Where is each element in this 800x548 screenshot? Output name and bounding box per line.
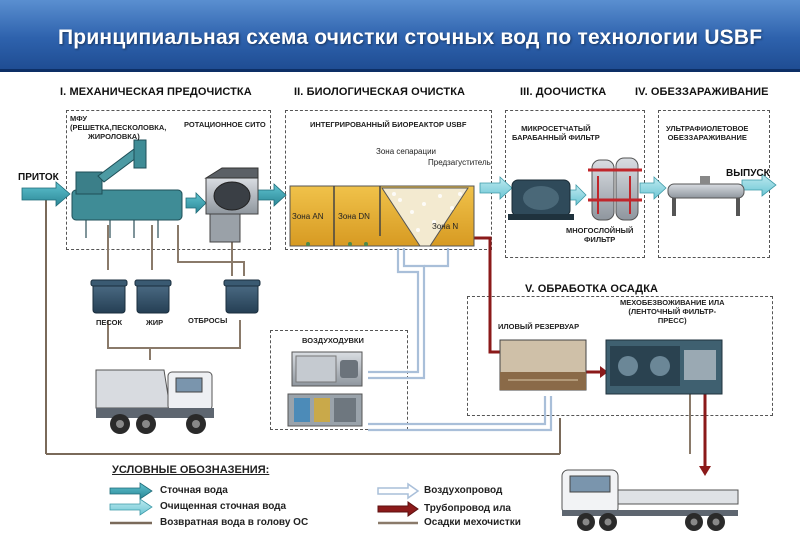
zone-an-label: Зона AN bbox=[292, 212, 324, 221]
inflow-label: ПРИТОК bbox=[18, 172, 59, 183]
legend-air-pipe: Воздухопровод bbox=[424, 485, 503, 496]
belt-filter-press bbox=[605, 339, 723, 395]
waste-water-arrows bbox=[21, 181, 287, 214]
multilayer-filter-label-line1: МНОГОСЛОЙНЫЙ bbox=[566, 226, 634, 235]
mfu-label: МФУ (РЕШЕТКА,ПЕСКОЛОВКА, ЖИРОЛОВКА) bbox=[70, 114, 166, 141]
blowers-box bbox=[270, 330, 408, 430]
mfu-label-line3: ЖИРОЛОВКА) bbox=[88, 132, 140, 141]
dewatering-label-line1: МЕХОБЕЗВОЖИВАНИЕ ИЛА bbox=[620, 298, 725, 307]
waste-bins bbox=[90, 279, 261, 314]
legend-mech-sediment: Осадки мехочистки bbox=[424, 517, 521, 528]
legend-symbols bbox=[109, 482, 420, 525]
dump-truck bbox=[95, 369, 214, 434]
stage-mechanical-title: I. МЕХАНИЧЕСКАЯ ПРЕДОЧИСТКА bbox=[60, 86, 252, 98]
stage-disinfection-title: IV. ОБЕЗЗАРАЖИВАНИЕ bbox=[635, 86, 769, 98]
drum-filter bbox=[508, 179, 574, 220]
drum-filter-label-line1: МИКРОСЕТЧАТЫЙ bbox=[521, 124, 591, 133]
sludge-tank bbox=[499, 339, 587, 391]
blowers-label: ВОЗДУХОДУВКИ bbox=[302, 336, 364, 345]
outflow-label: ВЫПУСК bbox=[726, 168, 770, 179]
dewatering-label: МЕХОБЕЗВОЖИВАНИЕ ИЛА (ЛЕНТОЧНЫЙ ФИЛЬТР- … bbox=[620, 298, 725, 325]
mechanical-box bbox=[66, 110, 271, 250]
mfu-label-line2: (РЕШЕТКА,ПЕСКОЛОВКА, bbox=[70, 123, 167, 132]
mech-sediment-lines bbox=[107, 225, 245, 360]
legend-title: УСЛОВНЫЕ ОБОЗНАЗЕНИЯ: bbox=[112, 464, 270, 476]
page-title: Принципиальная схема очистки сточных вод… bbox=[58, 26, 763, 49]
treated-water-arrows bbox=[479, 173, 777, 206]
stage-sludge-title: V. ОБРАБОТКА ОСАДКА bbox=[525, 283, 659, 295]
rotary-sieve bbox=[204, 167, 259, 243]
bioreactor bbox=[289, 185, 475, 247]
waste-label: ОТБРОСЫ bbox=[188, 316, 228, 325]
dewatering-label-line3: ПРЕСС) bbox=[657, 316, 687, 325]
uv-unit bbox=[667, 176, 745, 216]
uv-label: УЛЬТРАФИОЛЕТОВОЕ ОБЕЗЗАРАЖИВАНИЕ bbox=[666, 124, 748, 142]
uv-label-line1: УЛЬТРАФИОЛЕТОВОЕ bbox=[666, 124, 749, 133]
multilayer-filter bbox=[588, 157, 642, 221]
mfu-label-line1: МФУ bbox=[70, 114, 88, 123]
multilayer-filter-label: МНОГОСЛОЙНЫЙ ФИЛЬТР bbox=[566, 226, 633, 244]
flatbed-truck bbox=[561, 469, 739, 531]
uv-label-line2: ОБЕЗЗАРАЖИВАНИЕ bbox=[667, 133, 747, 142]
legend-waste-water: Сточная вода bbox=[160, 485, 228, 496]
zone-n-label: Зона N bbox=[432, 222, 459, 231]
sludge-pipeline bbox=[472, 236, 600, 374]
pre-thickener-label: Предзагуститель bbox=[428, 158, 491, 167]
rotary-sieve-label: РОТАЦИОННОЕ СИТО bbox=[184, 120, 266, 129]
bioreactor-label: ИНТЕГРИРОВАННЫЙ БИОРЕАКТОР USBF bbox=[310, 120, 467, 129]
header-banner: Принципиальная схема очистки сточных вод… bbox=[0, 0, 800, 72]
drum-filter-label-line2: БАРАБАННЫЙ ФИЛЬТР bbox=[512, 133, 600, 142]
separation-zone-label: Зона сепарации bbox=[376, 147, 437, 156]
stage-post-title: III. ДООЧИСТКА bbox=[520, 86, 607, 98]
legend-treated-water: Очищенная сточная вода bbox=[160, 501, 287, 512]
sand-label: ПЕСОК bbox=[96, 318, 123, 327]
sludge-box bbox=[467, 296, 773, 416]
biological-box bbox=[285, 110, 492, 250]
legend-return-water: Возвратная вода в голову ОС bbox=[160, 517, 309, 528]
air-blowers bbox=[287, 351, 363, 427]
drum-filter-label: МИКРОСЕТЧАТЫЙ БАРАБАННЫЙ ФИЛЬТР bbox=[512, 124, 600, 142]
dewatering-label-line2: (ЛЕНТОЧНЫЙ ФИЛЬТР- bbox=[628, 307, 717, 316]
air-pipes bbox=[368, 248, 553, 432]
multilayer-filter-label-line2: ФИЛЬТР bbox=[584, 235, 616, 244]
stage-biological-title: II. БИОЛОГИЧЕСКАЯ ОЧИСТКА bbox=[294, 86, 466, 98]
sludge-tank-label: ИЛОВЫЙ РЕЗЕРВУАР bbox=[498, 322, 580, 331]
mfu-unit bbox=[71, 139, 183, 238]
legend-sludge-pipe: Трубопровод ила bbox=[424, 503, 511, 514]
grease-label: ЖИР bbox=[146, 318, 164, 327]
zone-dn-label: Зона DN bbox=[338, 212, 370, 221]
